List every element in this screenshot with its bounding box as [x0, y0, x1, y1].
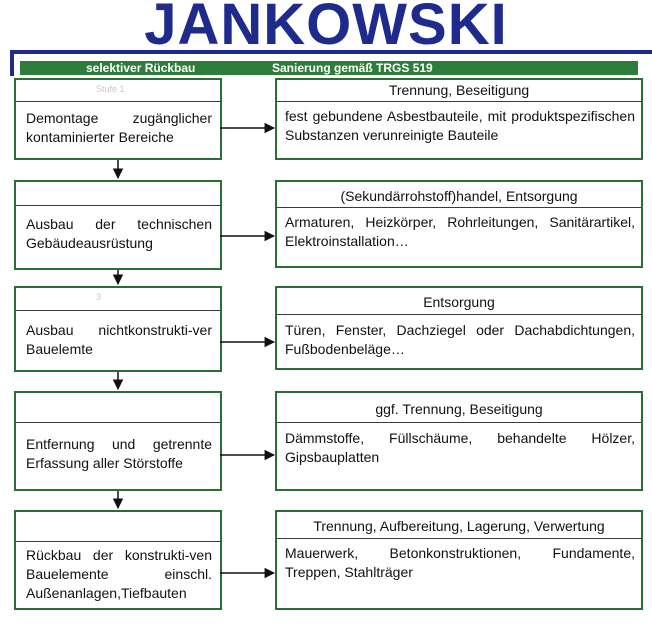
step-2-right-text: Armaturen, Heizkörper, Rohrleitungen, Sa… — [285, 214, 635, 249]
header-band: selektiver Rückbau Sanierung gemäß TRGS … — [20, 61, 638, 75]
step-1-right-divider — [277, 101, 641, 102]
step-1-left-text: Demontage zugänglicher kontaminierter Be… — [26, 110, 212, 145]
step-5-left-text: Rückbau der konstrukti-ven Bauelemente e… — [26, 547, 212, 601]
step-3-right-box: Entsorgung Türen, Fenster, Dachziegel od… — [275, 286, 643, 370]
step-1-right-text: fest gebundene Asbestbauteile, mit produ… — [285, 108, 635, 143]
step-3-right-text: Türen, Fenster, Dachziegel oder Dachabdi… — [285, 322, 635, 357]
step-1-left-box: Stufe 1 Demontage zugänglicher kontamini… — [14, 78, 222, 160]
step-5-right-box: Trennung, Aufbereitung, Lagerung, Verwer… — [275, 510, 643, 610]
step-3-left-text: Ausbau nichtkonstrukti-ver Bauelemte — [26, 322, 212, 357]
step-3-right-heading: Entsorgung — [423, 294, 495, 310]
step-5-left-box: Rückbau der konstrukti-ven Bauelemente e… — [14, 510, 222, 610]
step-5-right-text: Mauerwerk, Betonkonstruktionen, Fundamen… — [285, 545, 635, 580]
step-2-left-divider — [16, 205, 220, 206]
step-4-left-text: Entfernung und getrennte Erfassung aller… — [26, 436, 212, 471]
step-4-right-text: Dämmstoffe, Füllschäume, behandelte Hölz… — [285, 430, 635, 465]
brand-rule — [10, 50, 652, 54]
step-4-left-box: Entfernung und getrennte Erfassung aller… — [14, 391, 222, 491]
step-5-right-divider — [277, 538, 641, 539]
brand-rule-left — [10, 50, 14, 76]
step-3-right-divider — [277, 314, 641, 315]
step-5-left-divider — [16, 541, 220, 542]
step-4-right-heading: ggf. Trennung, Beseitigung — [375, 401, 543, 417]
step-2-right-divider — [277, 207, 641, 208]
step-4-right-divider — [277, 422, 641, 423]
step-5-right-heading: Trennung, Aufbereitung, Lagerung, Verwer… — [313, 518, 605, 534]
step-3-left-divider — [16, 310, 220, 311]
step-1-faint-label: Stufe 1 — [96, 84, 125, 94]
step-1-left-divider — [16, 101, 220, 102]
step-2-right-heading: (Sekundärrohstoff)handel, Entsorgung — [340, 188, 578, 204]
step-1-right-box: Trennung, Beseitigung fest gebundene Asb… — [275, 78, 643, 160]
band-right-label: Sanierung gemäß TRGS 519 — [272, 61, 433, 75]
step-3-faint-label: 3 — [96, 292, 102, 302]
step-4-left-divider — [16, 422, 220, 423]
step-2-right-box: (Sekundärrohstoff)handel, Entsorgung Arm… — [275, 180, 643, 268]
step-2-left-text: Ausbau der technischen Gebäudeausrüstung — [26, 216, 212, 251]
step-2-left-box: Ausbau der technischen Gebäudeausrüstung — [14, 180, 222, 270]
step-3-left-box: 3 Ausbau nichtkonstrukti-ver Bauelemte — [14, 286, 222, 372]
step-4-right-box: ggf. Trennung, Beseitigung Dämmstoffe, F… — [275, 391, 643, 491]
company-brand: JANKOWSKI — [144, 0, 508, 57]
step-1-right-heading: Trennung, Beseitigung — [388, 82, 530, 98]
band-left-label: selektiver Rückbau — [86, 61, 196, 75]
